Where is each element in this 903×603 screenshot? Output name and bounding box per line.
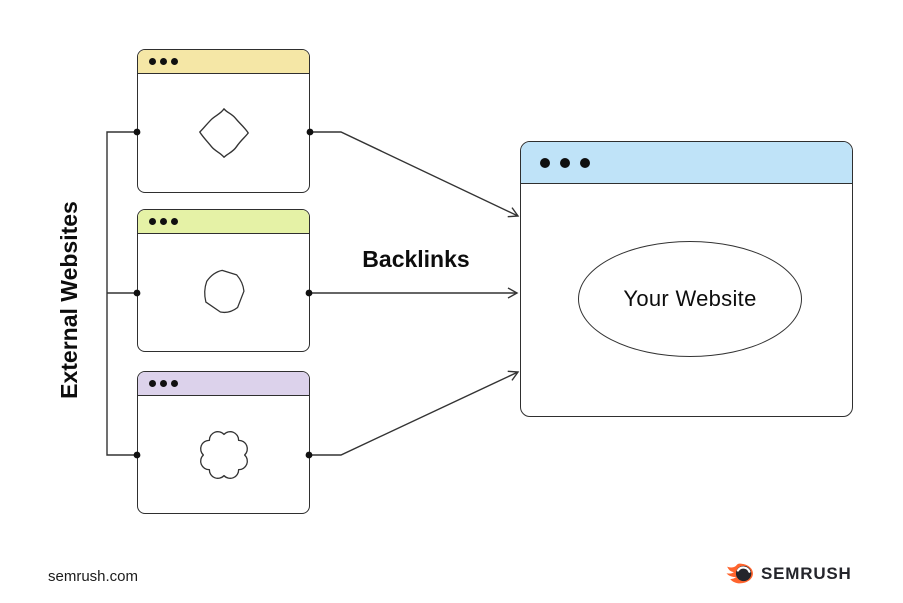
semrush-logo: SEMRUSH [726, 563, 852, 584]
wavy-diamond-icon [198, 108, 249, 158]
window-content [138, 234, 309, 351]
window-dot [149, 58, 156, 65]
semrush-wordmark: SEMRUSH [761, 563, 852, 583]
window-dot [171, 380, 178, 387]
window-content: Your Website [521, 184, 852, 416]
window-controls-icon [149, 380, 178, 387]
window-dot [171, 218, 178, 225]
external-website-window-2 [137, 209, 310, 352]
your-website-label: Your Website [623, 286, 757, 311]
window-dot [149, 380, 156, 387]
window-controls-icon [540, 157, 590, 168]
bracket-line [106, 131, 137, 456]
window-dot [160, 380, 167, 387]
backlink-arrow-3 [310, 370, 520, 456]
scalloped-circle-icon [199, 430, 248, 479]
your-website-ellipse: Your Website [578, 241, 802, 357]
window-content [138, 74, 309, 192]
external-website-window-1 [137, 49, 310, 193]
window-dot [160, 58, 167, 65]
wavy-hexagon-icon [203, 269, 245, 313]
source-url-text: semrush.com [48, 568, 139, 585]
semrush-flame-icon [726, 563, 753, 584]
window-dot [171, 58, 178, 65]
window-dot [580, 157, 590, 168]
window-dot [149, 218, 156, 225]
external-websites-label: External Websites [56, 201, 82, 399]
window-controls-icon [149, 58, 178, 65]
backlinks-label: Backlinks [362, 246, 470, 272]
window-titlebar [138, 210, 309, 234]
external-website-window-3 [137, 371, 310, 514]
window-titlebar [521, 142, 852, 184]
window-dot [540, 157, 550, 168]
window-controls-icon [149, 218, 178, 225]
window-content [138, 396, 309, 513]
backlink-arrow-1 [310, 131, 520, 218]
window-dot [560, 157, 570, 168]
window-titlebar [138, 372, 309, 396]
your-website-window: Your Website [520, 141, 853, 417]
window-titlebar [138, 50, 309, 74]
window-dot [160, 218, 167, 225]
